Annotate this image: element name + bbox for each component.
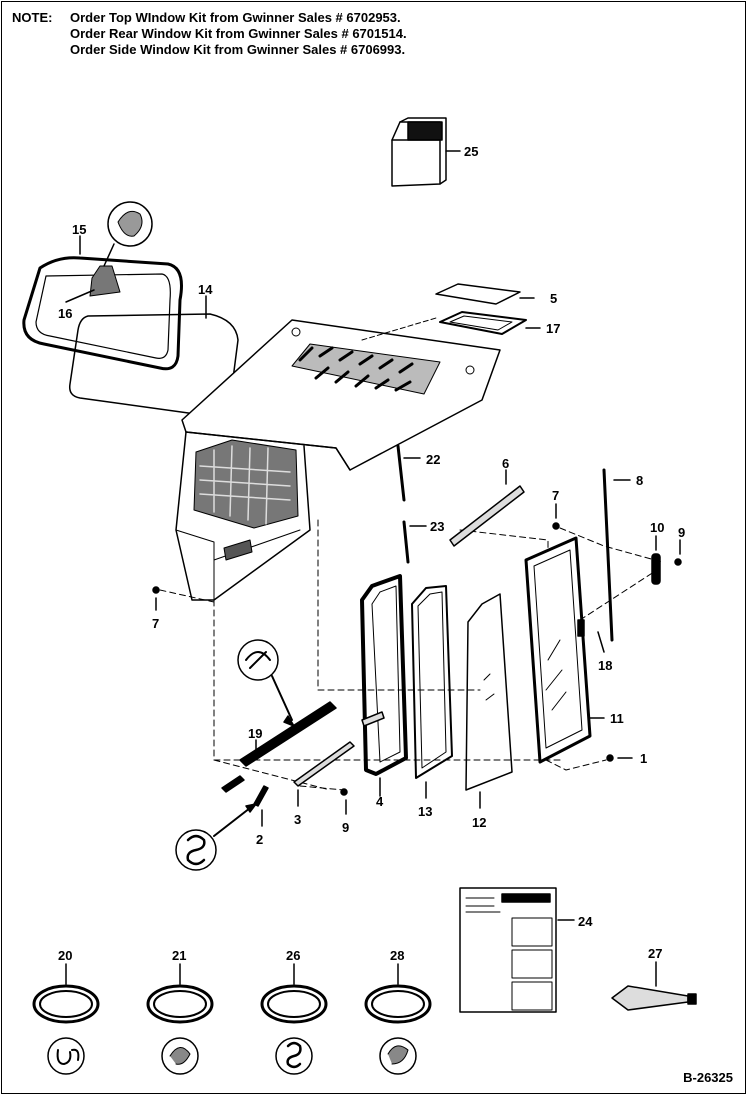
callout-4: 4 bbox=[376, 794, 384, 809]
part-19-strip bbox=[239, 701, 337, 767]
callout-2: 2 bbox=[256, 832, 263, 847]
callout-10: 10 bbox=[650, 520, 664, 535]
cab-roof bbox=[181, 319, 501, 471]
callout-7-right: 7 bbox=[552, 488, 559, 503]
leader-16 bbox=[65, 289, 95, 303]
part-20-seal-roll bbox=[32, 984, 100, 1075]
part-2-right bbox=[253, 785, 269, 807]
callout-8: 8 bbox=[636, 473, 643, 488]
callout-7-left: 7 bbox=[152, 616, 159, 631]
part-6-bar bbox=[449, 485, 525, 547]
part-7-bolt-left bbox=[152, 586, 160, 594]
part-24-instructions bbox=[459, 887, 557, 1013]
note-line-rear-window: Order Rear Window Kit from Gwinner Sales… bbox=[70, 26, 407, 41]
callout-19: 19 bbox=[248, 726, 262, 741]
part-8-rod bbox=[602, 468, 614, 642]
callout-11: 11 bbox=[610, 711, 624, 726]
part-25-box bbox=[391, 117, 447, 187]
part-5-panel bbox=[435, 283, 521, 305]
detail-bubble-15 bbox=[107, 201, 153, 247]
part-21-seal-roll bbox=[146, 984, 214, 1075]
part-22-rod bbox=[396, 444, 406, 502]
callout-12: 12 bbox=[472, 815, 486, 830]
part-7-bolt-right bbox=[552, 522, 560, 530]
note-line-top-window: Order Top WIndow Kit from Gwinner Sales … bbox=[70, 10, 401, 25]
part-10-latch bbox=[651, 553, 661, 585]
detail-bubble-2 bbox=[175, 829, 217, 871]
part-11-door bbox=[524, 536, 592, 764]
callout-22: 22 bbox=[426, 452, 440, 467]
part-1-fastener bbox=[606, 754, 614, 762]
callout-9-right: 9 bbox=[678, 525, 685, 540]
part-9-nut-right bbox=[674, 558, 682, 566]
part-15-top-window bbox=[22, 256, 183, 371]
part-12-glass bbox=[465, 593, 513, 791]
cab-body bbox=[175, 431, 311, 601]
callout-17: 17 bbox=[546, 321, 560, 336]
callout-26: 26 bbox=[286, 948, 300, 963]
callout-25: 25 bbox=[464, 144, 478, 159]
detail-bubble-19 bbox=[237, 639, 279, 681]
callout-20: 20 bbox=[58, 948, 72, 963]
callout-14: 14 bbox=[198, 282, 213, 297]
callout-6: 6 bbox=[502, 456, 509, 471]
figure-reference: B-26325 bbox=[683, 1070, 733, 1085]
callout-27: 27 bbox=[648, 946, 662, 961]
callout-24: 24 bbox=[578, 914, 593, 929]
callout-1: 1 bbox=[640, 751, 647, 766]
part-27-tube bbox=[611, 985, 697, 1011]
callout-18: 18 bbox=[598, 658, 612, 673]
note-label: NOTE: bbox=[12, 10, 53, 25]
callout-3: 3 bbox=[294, 812, 301, 827]
part-28-seal-roll bbox=[364, 984, 432, 1075]
callout-15: 15 bbox=[72, 222, 86, 237]
callout-9-bottom: 9 bbox=[342, 820, 349, 835]
callout-28: 28 bbox=[390, 948, 404, 963]
note-line-side-window: Order Side Window Kit from Gwinner Sales… bbox=[70, 42, 406, 57]
callout-23: 23 bbox=[430, 519, 444, 534]
part-13-frame bbox=[411, 585, 453, 779]
part-26-seal-roll bbox=[260, 984, 328, 1075]
callout-16: 16 bbox=[58, 306, 72, 321]
callout-5: 5 bbox=[550, 291, 557, 306]
part-23-rod bbox=[402, 520, 410, 564]
part-2-left bbox=[221, 775, 245, 793]
callout-13: 13 bbox=[418, 804, 432, 819]
part-9-nut-bottom bbox=[340, 788, 348, 796]
leader-18 bbox=[597, 631, 605, 653]
part-3-strip bbox=[293, 741, 355, 787]
part-4-seal bbox=[360, 574, 408, 776]
part-17-seal bbox=[439, 311, 527, 335]
callout-21: 21 bbox=[172, 948, 186, 963]
assembly-lines bbox=[159, 519, 663, 791]
